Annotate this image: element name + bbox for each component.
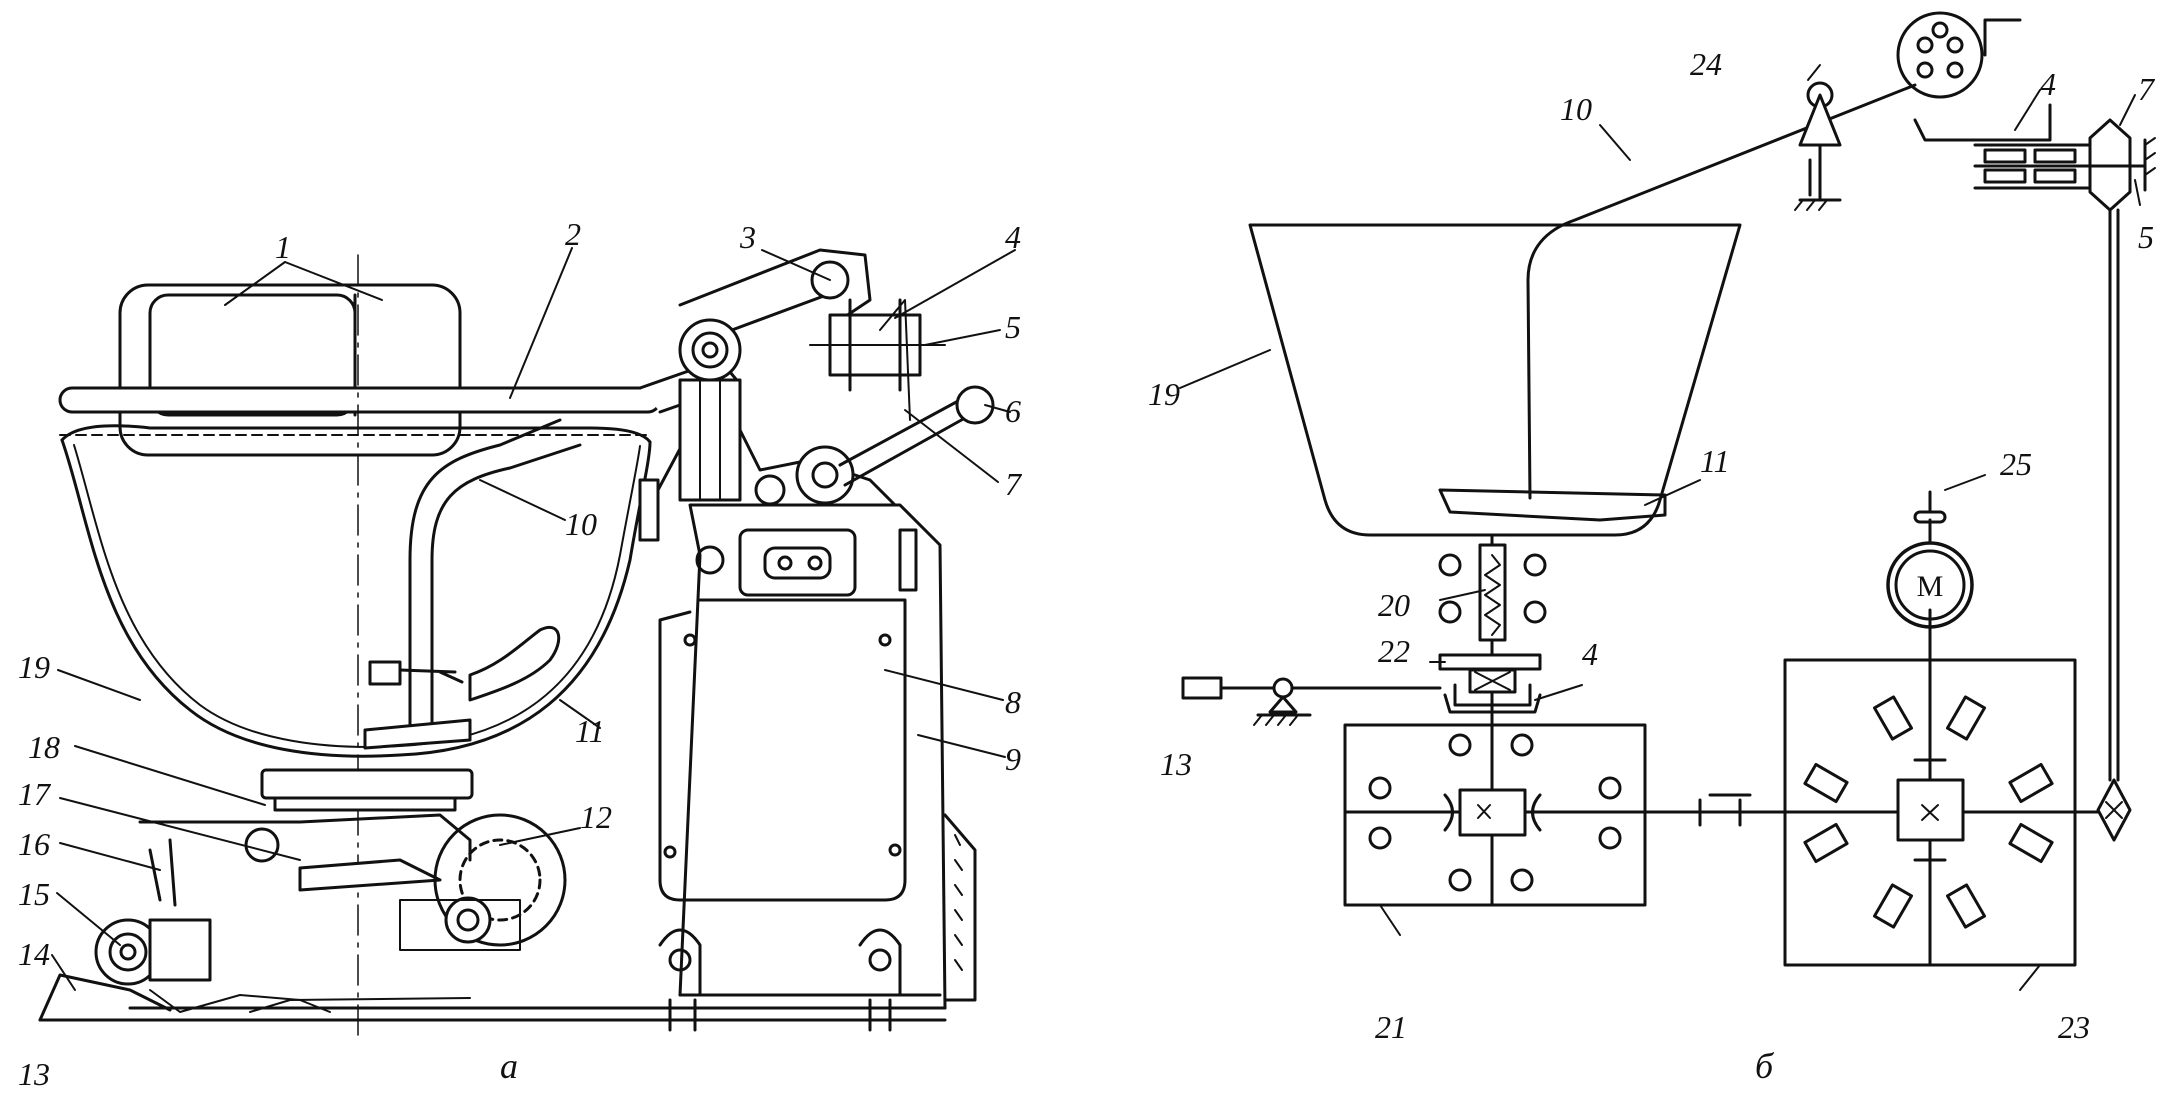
callout-a-17: 17 xyxy=(18,776,52,812)
leader-lines-a xyxy=(51,247,1016,991)
scheme-bowl xyxy=(1248,223,1742,537)
leader-lines-b xyxy=(1179,64,2141,991)
panel-b-label: б xyxy=(1755,1046,1775,1086)
callout-a-1: 1 xyxy=(275,229,291,265)
callout-b-10: 10 xyxy=(1560,91,1592,127)
callout-b-23: 23 xyxy=(2058,1009,2090,1045)
callout-b-21: 21 xyxy=(1375,1009,1407,1045)
machine-body xyxy=(638,428,977,1032)
panel-b-drawing: M 10 24 4 7 5 19 11 25 20 xyxy=(1148,11,2156,1086)
scheme-arm xyxy=(1526,83,1917,500)
scheme-gearbox-21 xyxy=(1343,718,1647,907)
callout-a-12: 12 xyxy=(580,799,612,835)
scheme-gearbox-23 xyxy=(1783,490,2100,967)
callout-b-24: 24 xyxy=(1690,46,1722,82)
callout-a-18: 18 xyxy=(28,729,60,765)
callout-a-3: 3 xyxy=(739,219,756,255)
scheme-blade xyxy=(1438,488,1667,522)
base-plate xyxy=(38,973,947,1022)
callout-b-5: 5 xyxy=(2138,219,2154,255)
callout-a-10: 10 xyxy=(565,506,597,542)
drive-gear xyxy=(399,813,567,951)
callout-a-6: 6 xyxy=(1005,393,1021,429)
scheme-coupling xyxy=(1643,793,1787,827)
arm-linkage xyxy=(678,248,995,506)
mixing-bowl xyxy=(59,424,652,758)
scheme-upper-drive xyxy=(1794,11,2156,842)
turntable xyxy=(138,768,474,907)
callout-b-4-bottom: 4 xyxy=(1582,636,1598,672)
roller-wheel xyxy=(94,918,212,986)
callout-b-20: 20 xyxy=(1378,587,1410,623)
callout-b-22: 22 xyxy=(1378,633,1410,669)
callout-a-11: 11 xyxy=(575,713,605,749)
motor-symbol: M xyxy=(1917,570,1944,603)
lid-rod xyxy=(58,358,742,414)
scheme-spring-clutch xyxy=(1438,533,1547,722)
panel-a-drawing: 1 2 3 4 5 6 7 8 9 10 11 12 13 14 15 16 1… xyxy=(18,216,1023,1092)
callout-b-19: 19 xyxy=(1148,376,1180,412)
scheme-lever xyxy=(1181,676,1442,726)
callout-a-5: 5 xyxy=(1005,309,1021,345)
callout-b-11: 11 xyxy=(1700,443,1730,479)
callouts-b: 10 24 4 7 5 19 11 25 20 22 4 13 21 23 б xyxy=(1148,46,2156,1086)
callout-a-7: 7 xyxy=(1005,466,1023,502)
callout-b-13: 13 xyxy=(1160,746,1192,782)
callout-b-7: 7 xyxy=(2138,71,2156,107)
callout-a-16: 16 xyxy=(18,826,50,862)
callout-b-4-top: 4 xyxy=(2040,66,2056,102)
callout-a-13: 13 xyxy=(18,1056,50,1091)
panel-a-label: а xyxy=(500,1046,518,1086)
callout-a-9: 9 xyxy=(1005,741,1021,777)
callouts-a: 1 2 3 4 5 6 7 8 9 10 11 12 13 14 15 16 1… xyxy=(18,216,1023,1092)
callout-a-15: 15 xyxy=(18,876,50,912)
callout-b-25: 25 xyxy=(2000,446,2032,482)
kneading-arm xyxy=(368,418,582,742)
callout-a-19: 19 xyxy=(18,649,50,685)
callout-a-2: 2 xyxy=(565,216,581,252)
kneading-blade xyxy=(363,625,561,750)
callout-a-8: 8 xyxy=(1005,684,1021,720)
callout-a-14: 14 xyxy=(18,936,50,972)
callout-a-4: 4 xyxy=(1005,219,1021,255)
